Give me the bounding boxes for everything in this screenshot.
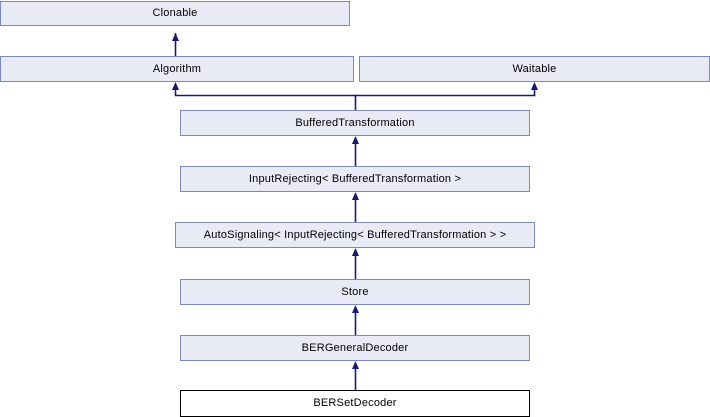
edge-inputrejecting-to-bufferedtransformation (352, 136, 359, 166)
class-node-label: BufferedTransformation (295, 116, 415, 129)
edge-autosignaling-to-inputrejecting (352, 192, 359, 222)
class-node-clonable[interactable]: Clonable (0, 1, 350, 26)
class-node-label: BERSetDecoder (313, 397, 397, 409)
class-node-algorithm[interactable]: Algorithm (0, 56, 354, 82)
edge-bufferedtransformation-to-algorithm (172, 82, 356, 97)
edge-algorithm-to-clonable (172, 33, 179, 56)
class-node-store[interactable]: Store (180, 279, 530, 305)
class-node-label: Clonable (152, 7, 198, 19)
class-node-bersetdecoder[interactable]: BERSetDecoder (180, 390, 530, 417)
class-node-label: Waitable (512, 62, 557, 75)
class-node-label: InputRejecting< BufferedTransformation > (248, 172, 462, 185)
edge-store-to-autosignaling (352, 248, 359, 279)
edge-bersetdecoder-to-bergeneraldecoder (352, 361, 359, 390)
class-node-label: Store (341, 285, 369, 298)
class-node-bergeneraldecoder[interactable]: BERGeneralDecoder (180, 335, 530, 361)
edge-bergeneraldecoder-to-store (352, 305, 359, 335)
class-node-waitable[interactable]: Waitable (359, 56, 710, 82)
class-node-label: BERGeneralDecoder (301, 341, 409, 354)
class-node-label: AutoSignaling< InputRejecting< BufferedT… (203, 228, 507, 241)
class-node-bufferedtransformation[interactable]: BufferedTransformation (180, 110, 530, 136)
class-node-inputrejecting[interactable]: InputRejecting< BufferedTransformation > (180, 166, 530, 192)
class-node-autosignaling[interactable]: AutoSignaling< InputRejecting< BufferedT… (175, 222, 535, 248)
class-node-label: Algorithm (152, 62, 202, 75)
edge-bufferedtransformation-to-waitable (355, 82, 538, 97)
